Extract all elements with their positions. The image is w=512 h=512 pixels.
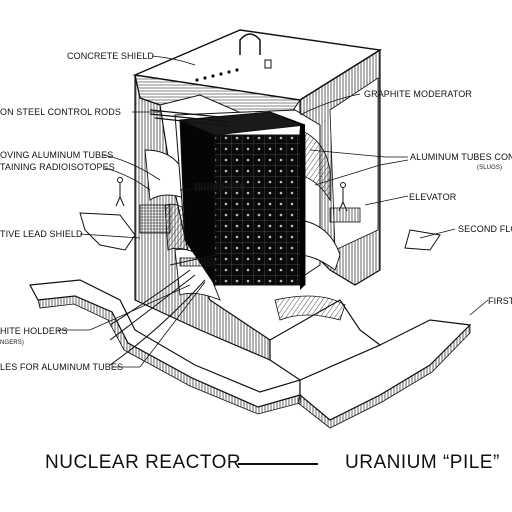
caption-nuclear-reactor: NUCLEAR REACTOR (45, 452, 242, 473)
label-graphite-moderator: GRAPHITE MODERATOR (364, 89, 472, 99)
label-holes-tubes: LES FOR ALUMINUM TUBES (0, 362, 124, 372)
leader-lines (58, 55, 489, 368)
label-second-floor: SECOND FLOO (458, 224, 512, 234)
label-hangers: NGERS) (0, 340, 24, 346)
caption-dash (238, 463, 318, 465)
control-rods (149, 109, 231, 127)
label-radioisotopes: TAINING RADIOISOTOPES (0, 162, 115, 172)
label-removing-tubes: OVING ALUMINUM TUBES (0, 150, 114, 160)
cutaway-left-wall (134, 74, 271, 361)
label-lead-shield: TIVE LEAD SHIELD (0, 229, 83, 239)
label-slugs: (SLUGS) (477, 165, 503, 171)
label-control-rods: ON STEEL CONTROL RODS (0, 107, 121, 117)
elevator-platform (329, 207, 361, 223)
caption-uranium-pile: URANIUM “PILE” (345, 452, 500, 473)
label-concrete-shield: CONCRETE SHIELD (67, 51, 155, 61)
label-aluminum-tubes: ALUMINUM TUBES CONT (410, 152, 512, 162)
graphite-core (179, 111, 306, 290)
label-first-floor: FIRST (488, 296, 512, 306)
shield-base (269, 299, 382, 381)
label-graphite-holders: HITE HOLDERS (0, 326, 68, 336)
loading-holes (195, 68, 239, 82)
label-elevator: ELEVATOR (409, 192, 457, 202)
